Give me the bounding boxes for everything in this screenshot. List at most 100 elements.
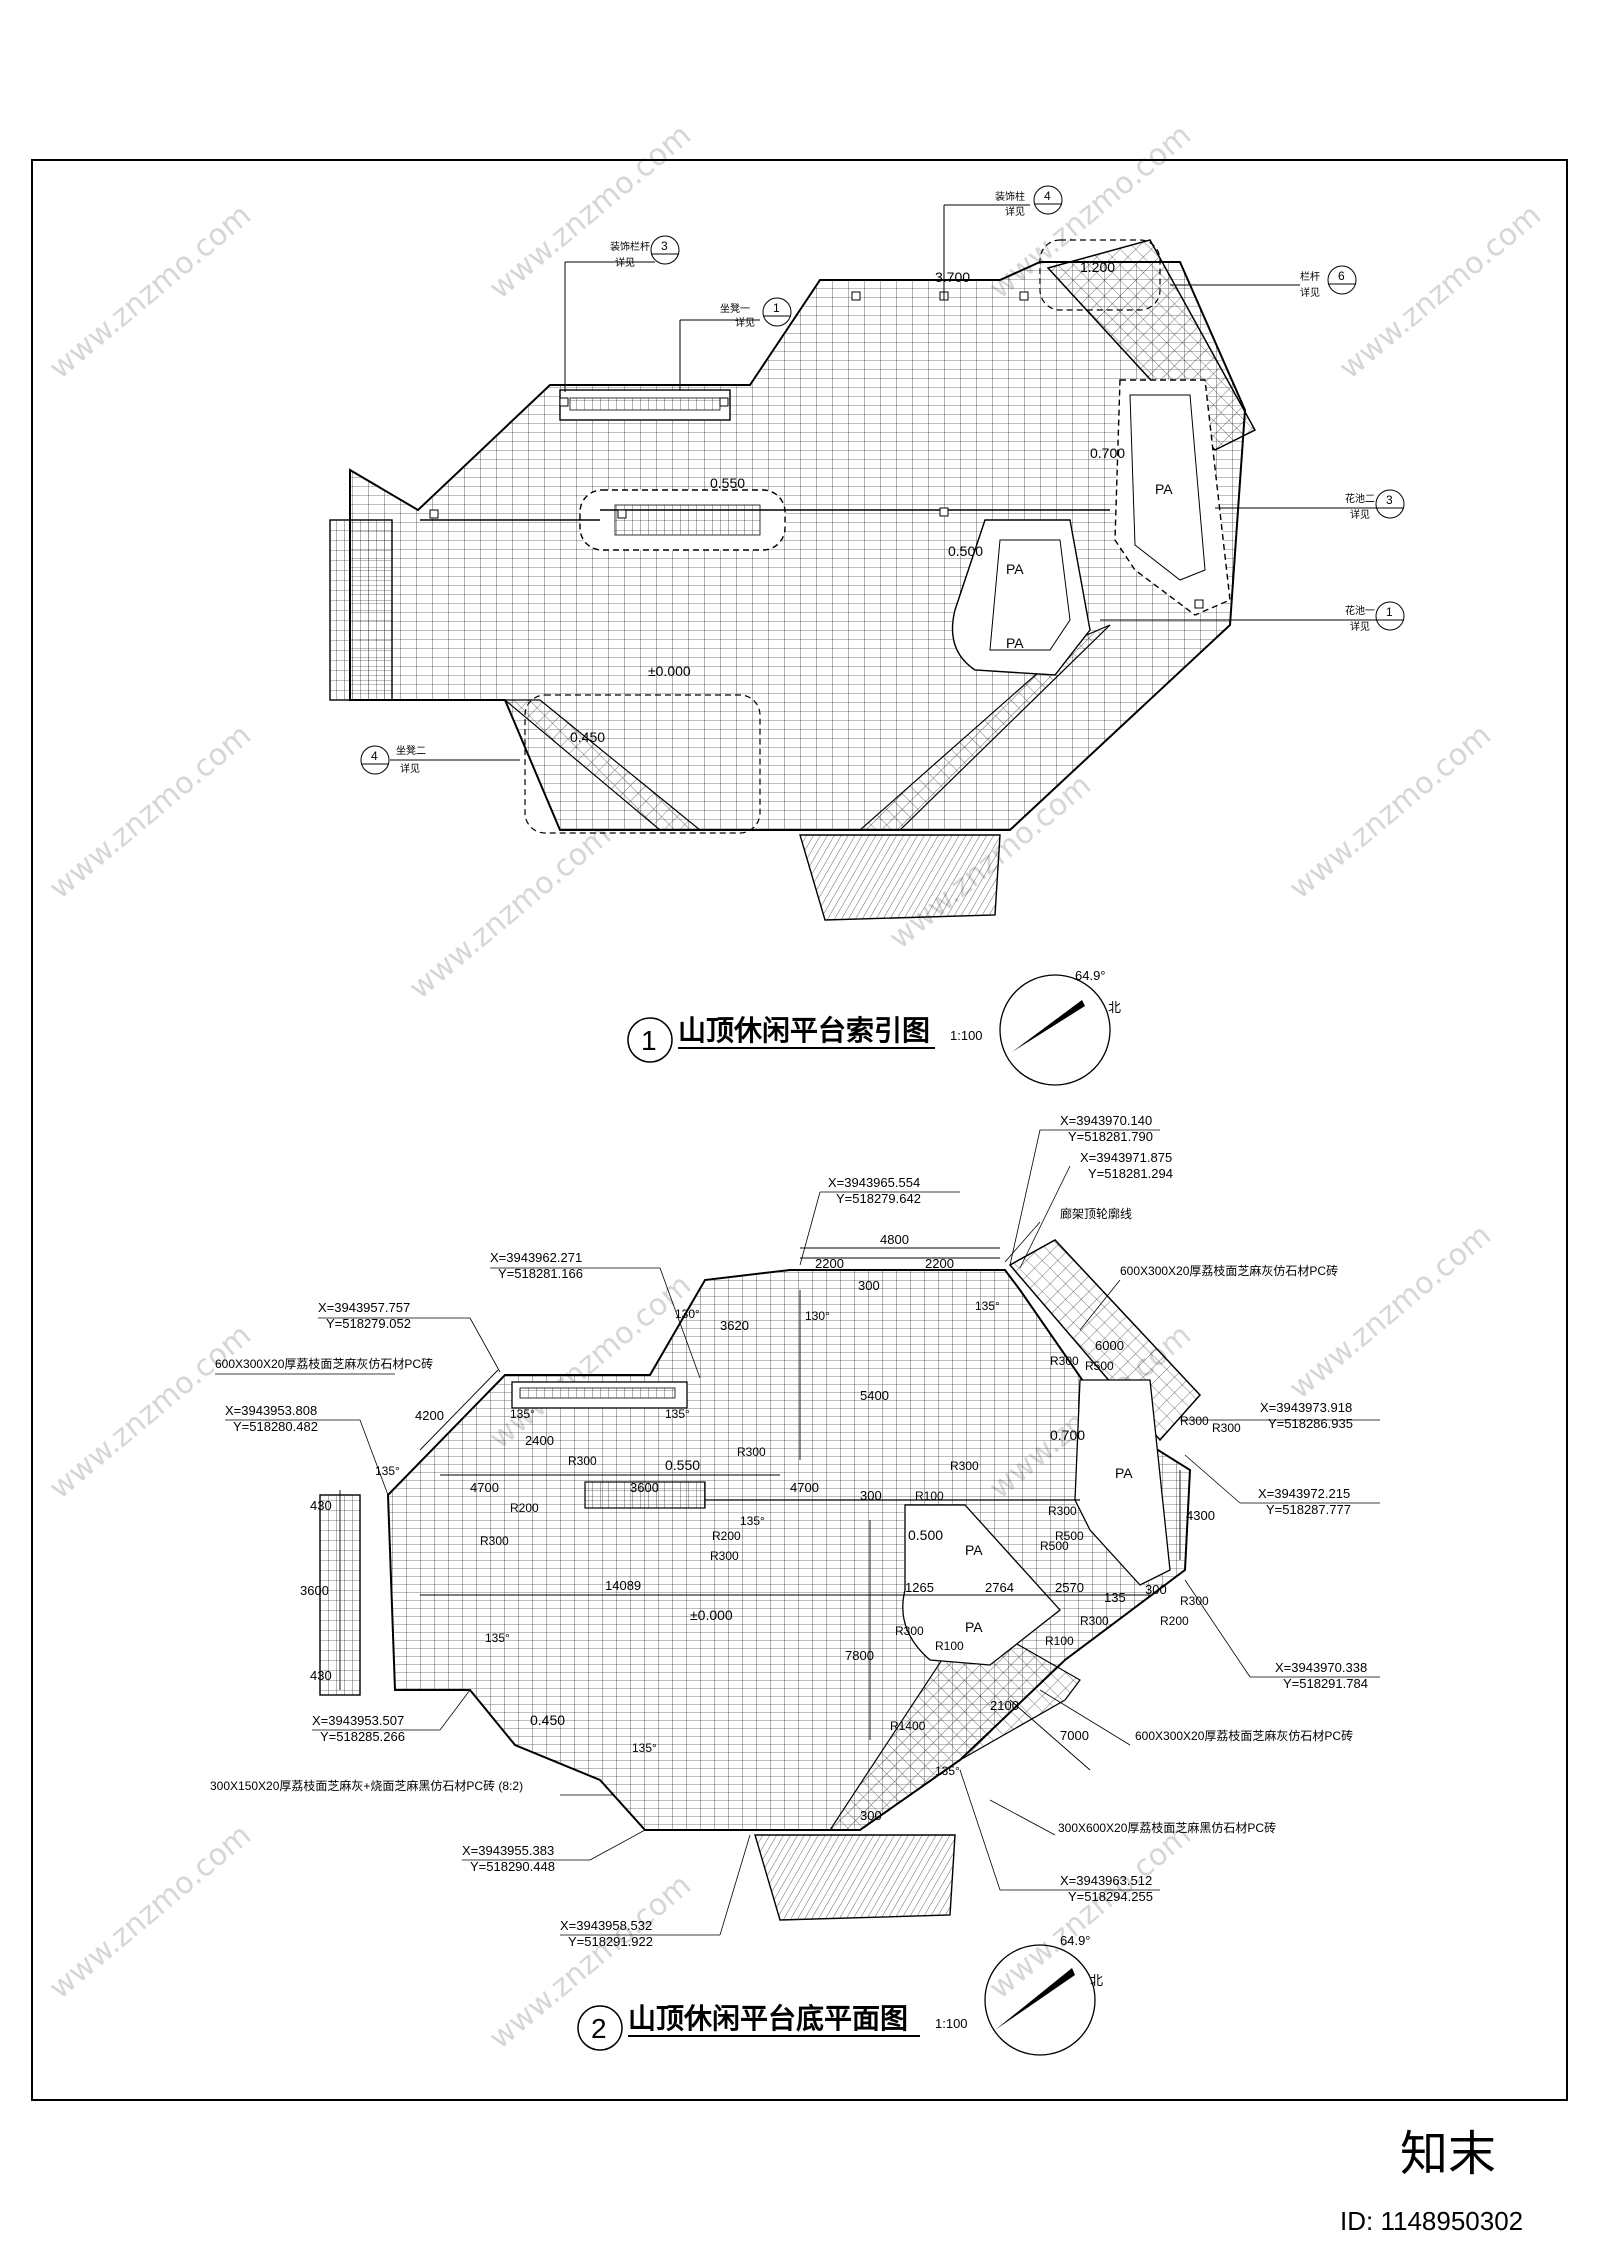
- svg-text:X=3943957.757: X=3943957.757: [318, 1300, 410, 1315]
- svg-text:详见: 详见: [615, 256, 635, 269]
- lower-diagonal-band: [503, 699, 702, 831]
- sheet-border: [31, 159, 1568, 2101]
- svg-text:6000: 6000: [1095, 1338, 1124, 1353]
- svg-text:花池二: 花池二: [1345, 492, 1375, 505]
- svg-text:详见: 详见: [1350, 508, 1370, 521]
- railing-zone: [1039, 239, 1161, 311]
- watermark-text: www.znzmo.com: [1283, 718, 1498, 907]
- planter-1: [951, 519, 1091, 676]
- svg-text:5400: 5400: [860, 1388, 889, 1403]
- svg-text:130°: 130°: [675, 1307, 700, 1321]
- plan-2-ground-plan: 4800 2200 2200 300 3620 5400 6000 4200 2…: [210, 1113, 1380, 2056]
- svg-text:3: 3: [661, 239, 668, 253]
- svg-text:X=3943972.215: X=3943972.215: [1258, 1486, 1350, 1501]
- svg-text:135°: 135°: [375, 1464, 400, 1478]
- svg-text:7000: 7000: [1060, 1728, 1089, 1743]
- svg-text:R500: R500: [1055, 1529, 1084, 1543]
- dimension-lines: [339, 1247, 1181, 1771]
- svg-text:X=3943958.532: X=3943958.532: [560, 1918, 652, 1933]
- svg-text:R300: R300: [895, 1624, 924, 1638]
- svg-text:R300: R300: [480, 1534, 509, 1548]
- svg-text:Y=518280.482: Y=518280.482: [233, 1419, 318, 1434]
- svg-text:600X300X20厚荔枝面芝麻灰仿石材PC砖: 600X300X20厚荔枝面芝麻灰仿石材PC砖: [215, 1356, 433, 1371]
- seat-bench-zone: [524, 694, 761, 834]
- svg-text:R300: R300: [737, 1445, 766, 1459]
- svg-text:PA: PA: [1115, 1465, 1133, 1481]
- svg-text:135°: 135°: [485, 1631, 510, 1645]
- watermark-text: www.znzmo.com: [43, 718, 258, 907]
- svg-text:7800: 7800: [845, 1648, 874, 1663]
- svg-text:135°: 135°: [632, 1741, 657, 1755]
- svg-text:3: 3: [1386, 493, 1393, 507]
- svg-text:北: 北: [1108, 1000, 1121, 1015]
- svg-text:0.500: 0.500: [908, 1527, 943, 1543]
- svg-text:R200: R200: [1160, 1614, 1189, 1628]
- svg-text:135°: 135°: [665, 1407, 690, 1421]
- svg-text:135°: 135°: [975, 1299, 1000, 1313]
- svg-text:R300: R300: [1050, 1354, 1079, 1368]
- svg-text:64.9°: 64.9°: [1075, 968, 1106, 983]
- watermark-text: www.znzmo.com: [403, 818, 618, 1007]
- svg-text:Y=518279.052: Y=518279.052: [326, 1316, 411, 1331]
- svg-text:X=3943953.507: X=3943953.507: [312, 1713, 404, 1728]
- svg-text:花池一: 花池一: [1345, 604, 1375, 617]
- material-notes: 廊架顶轮廓线 600X300X20厚荔枝面芝麻灰仿石材PC砖 600X300X2…: [210, 1206, 1353, 1836]
- svg-text:300: 300: [1145, 1582, 1167, 1597]
- svg-text:装饰柱: 装饰柱: [995, 190, 1025, 203]
- svg-text:山顶休闲平台底平面图: 山顶休闲平台底平面图: [628, 2002, 908, 2035]
- svg-text:R300: R300: [1212, 1421, 1241, 1435]
- watermark-text: www.znzmo.com: [43, 1818, 258, 2007]
- svg-text:详见: 详见: [1300, 286, 1320, 299]
- svg-text:R100: R100: [935, 1639, 964, 1653]
- svg-text:装饰栏杆: 装饰栏杆: [610, 240, 650, 253]
- svg-text:北: 北: [1090, 1973, 1103, 1988]
- svg-text:X=3943970.338: X=3943970.338: [1275, 1660, 1367, 1675]
- watermark-text: www.znzmo.com: [43, 198, 258, 387]
- svg-text:2764: 2764: [985, 1580, 1014, 1595]
- svg-text:R500: R500: [1040, 1539, 1069, 1553]
- svg-text:4: 4: [1044, 189, 1051, 203]
- svg-text:坐凳一: 坐凳一: [720, 303, 750, 315]
- svg-text:1:100: 1:100: [950, 1028, 983, 1043]
- svg-text:Y=518285.266: Y=518285.266: [320, 1729, 405, 1744]
- svg-text:X=3943963.512: X=3943963.512: [1060, 1873, 1152, 1888]
- image-id: ID: 1148950302: [1340, 2206, 1523, 2236]
- svg-text:X=3943965.554: X=3943965.554: [828, 1175, 920, 1190]
- west-stairs: [329, 519, 393, 701]
- elev-0700: 0.700: [1090, 445, 1125, 461]
- svg-text:2: 2: [591, 2013, 607, 2044]
- svg-text:2200: 2200: [815, 1256, 844, 1271]
- svg-text:R300: R300: [950, 1459, 979, 1473]
- platform2-planter-1: [902, 1504, 1061, 1666]
- svg-text:R300: R300: [568, 1454, 597, 1468]
- svg-text:廊架顶轮廓线: 廊架顶轮廓线: [1060, 1206, 1132, 1221]
- svg-text:Y=518287.777: Y=518287.777: [1266, 1502, 1351, 1517]
- svg-text:1: 1: [773, 301, 780, 315]
- svg-text:R300: R300: [1080, 1614, 1109, 1628]
- svg-text:R200: R200: [510, 1501, 539, 1515]
- pa-mark: PA: [1006, 635, 1024, 651]
- svg-text:R300: R300: [1180, 1414, 1209, 1428]
- svg-text:2200: 2200: [925, 1256, 954, 1271]
- svg-text:135°: 135°: [935, 1764, 960, 1778]
- south-stairs: [799, 834, 1001, 921]
- svg-text:Y=518279.642: Y=518279.642: [836, 1191, 921, 1206]
- svg-text:R100: R100: [915, 1489, 944, 1503]
- elev-0000: ±0.000: [648, 663, 691, 679]
- svg-text:2570: 2570: [1055, 1580, 1084, 1595]
- svg-text:64.9°: 64.9°: [1060, 1933, 1091, 1948]
- svg-text:X=3943962.271: X=3943962.271: [490, 1250, 582, 1265]
- dimension-texts: 4800 2200 2200 300 3620 5400 6000 4200 2…: [300, 1232, 1215, 1823]
- svg-text:Y=518286.935: Y=518286.935: [1268, 1416, 1353, 1431]
- platform-outline: [349, 261, 1247, 831]
- svg-text:山顶休闲平台索引图: 山顶休闲平台索引图: [678, 1014, 930, 1047]
- svg-text:130°: 130°: [805, 1309, 830, 1323]
- svg-text:300X600X20厚荔枝面芝麻黑仿石材PC砖: 300X600X20厚荔枝面芝麻黑仿石材PC砖: [1058, 1820, 1276, 1835]
- elev-0550: 0.550: [710, 475, 745, 491]
- watermark-text: www.znzmo.com: [1283, 1218, 1498, 1407]
